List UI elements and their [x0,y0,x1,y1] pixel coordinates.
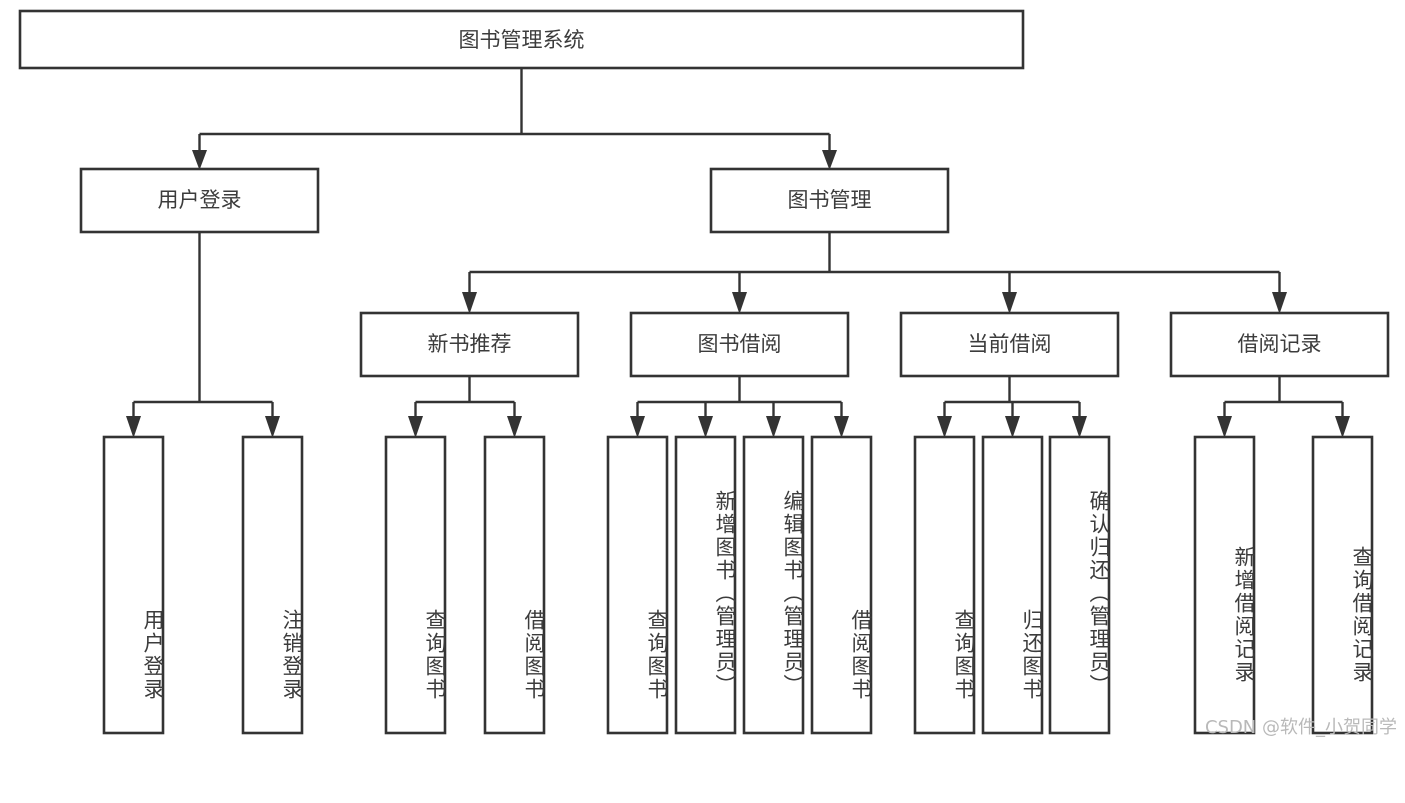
node-book-borrow[interactable]: 图书借阅 [629,311,850,378]
arrow-head-nb-leaf2 [507,416,522,438]
leaf-box-book-borrow-3[interactable] [742,435,805,735]
connector-group-bookborrow-to-leaves [630,376,849,438]
flowchart-canvas: 图书管理系统 用户登录 图书管理 新书推荐 图书借阅 当前借阅 借阅记录 [18,9,1390,735]
arrow-head-new-book [462,292,477,314]
node-current-borrow-box[interactable] [899,311,1120,378]
node-root[interactable]: 图书管理系统 [18,9,1025,70]
node-borrow-record-label: 借阅记录 [1238,332,1322,356]
leaf-boxes-user-login [102,435,304,735]
connector-group-newbook-to-leaves [408,376,522,438]
connector-group-bookmanage-to-level3 [462,232,1287,314]
node-new-book-recommend-box[interactable] [359,311,580,378]
arrow-head-bb-leaf1 [630,416,645,438]
node-current-borrow-label: 当前借阅 [968,332,1052,356]
connector-group-currentborrow-to-leaves [937,376,1087,438]
node-book-manage-box[interactable] [709,167,950,234]
leaf-boxes-current-borrow [913,435,1111,735]
arrow-head-br-leaf1 [1217,416,1232,438]
leaf-box-user-login-2[interactable] [241,435,304,735]
node-current-borrow[interactable]: 当前借阅 [899,311,1120,378]
leaf-boxes-new-book-recommend [384,435,546,735]
arrow-head-book-borrow [732,292,747,314]
arrow-head-nb-leaf1 [408,416,423,438]
node-book-manage-label: 图书管理 [788,188,872,212]
arrow-head-bb-leaf2 [698,416,713,438]
arrow-head-user-login [192,150,207,170]
node-borrow-record[interactable]: 借阅记录 [1169,311,1390,378]
node-new-book-recommend-label: 新书推荐 [428,332,512,356]
arrow-head-ul-leaf2 [265,416,280,438]
arrow-head-cb-leaf1 [937,416,952,438]
functional-structure-diagram: 图书管理系统 用户登录 图书管理 新书推荐 图书借阅 当前借阅 借阅记录 [18,9,1397,738]
leaf-boxes-book-borrow [606,435,873,735]
node-book-borrow-box[interactable] [629,311,850,378]
node-book-borrow-label: 图书借阅 [698,332,782,356]
node-book-manage[interactable]: 图书管理 [709,167,950,234]
node-borrow-record-box[interactable] [1169,311,1390,378]
leaf-box-borrow-record-2[interactable] [1311,435,1374,735]
leaf-boxes-borrow-record [1193,435,1374,735]
leaf-box-book-borrow-2[interactable] [674,435,737,735]
connector-group-borrowrecord-to-leaves [1217,376,1350,438]
node-root-box[interactable] [18,9,1025,70]
arrow-head-cb-leaf3 [1072,416,1087,438]
leaf-box-book-borrow-1[interactable] [606,435,669,735]
arrow-head-cb-leaf2 [1005,416,1020,438]
arrow-head-bb-leaf3 [766,416,781,438]
leaf-box-book-borrow-4[interactable] [810,435,873,735]
arrow-head-bb-leaf4 [834,416,849,438]
leaf-box-current-borrow-3[interactable] [1048,435,1111,735]
leaf-box-borrow-record-1[interactable] [1193,435,1256,735]
node-user-login-box[interactable] [79,167,320,234]
node-user-login[interactable]: 用户登录 [79,167,320,234]
leaf-box-current-borrow-2[interactable] [981,435,1044,735]
leaf-box-current-borrow-1[interactable] [913,435,976,735]
leaf-box-new-book-2[interactable] [483,435,546,735]
arrow-head-book-manage [822,150,837,170]
arrow-head-br-leaf2 [1335,416,1350,438]
leaf-box-user-login-1[interactable] [102,435,165,735]
leaf-box-new-book-1[interactable] [384,435,447,735]
connector-group-root-to-level2 [192,68,837,170]
connector-group-userlogin-to-leaves [126,232,280,438]
arrow-head-borrow-record [1272,292,1287,314]
arrow-head-ul-leaf1 [126,416,141,438]
arrow-head-current-borrow [1002,292,1017,314]
node-root-label: 图书管理系统 [459,28,585,52]
node-new-book-recommend[interactable]: 新书推荐 [359,311,580,378]
node-user-login-label: 用户登录 [158,188,242,212]
